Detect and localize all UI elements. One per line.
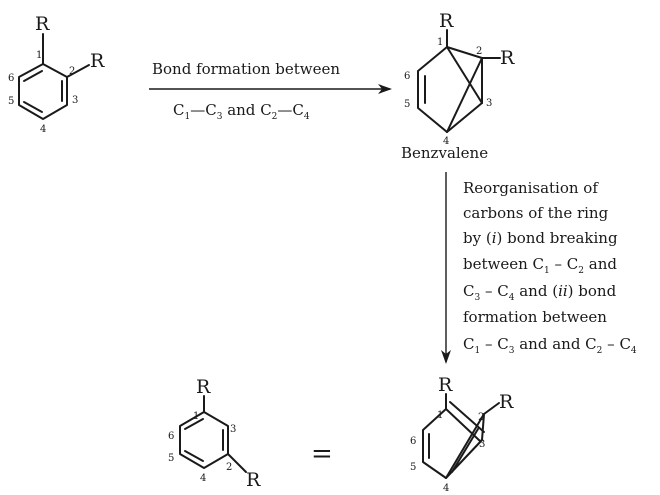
reorganised-number-5: 5 bbox=[410, 462, 416, 473]
benzvalene-number-1: 1 bbox=[437, 37, 443, 48]
reaction-1-line-1: Bond formation between bbox=[152, 60, 340, 78]
benzvalene-substituent-r-2: R bbox=[500, 47, 515, 69]
molecule-reorganised: R R 1 2 3 4 5 6 bbox=[410, 374, 514, 494]
meta-number-2: 2 bbox=[226, 462, 232, 473]
reaction-arrow-1: Bond formation between C1—C3 and C2—C4 bbox=[149, 60, 392, 122]
molecule-benzvalene: R R 1 2 3 4 5 6 Benzvalene bbox=[401, 10, 515, 162]
meta-double-bond-4-5 bbox=[184, 450, 204, 462]
reorganised-number-3: 3 bbox=[479, 439, 485, 450]
meta-number-4: 4 bbox=[200, 473, 206, 484]
reorganised-frame bbox=[422, 408, 447, 479]
meta-number-3: 3 bbox=[230, 424, 236, 435]
meta-substituent-r-2: R bbox=[246, 469, 261, 491]
benzvalene-frame bbox=[417, 46, 448, 133]
meta-number-1: 1 bbox=[193, 411, 199, 422]
benzvalene-label: Benzvalene bbox=[401, 144, 488, 162]
benzvalene-number-4: 4 bbox=[443, 136, 449, 147]
reorganised-number-4: 4 bbox=[443, 483, 449, 494]
benzvalene-number-3: 3 bbox=[486, 98, 492, 109]
meta-substituent-bond-2 bbox=[227, 453, 247, 473]
reorganised-number-6: 6 bbox=[410, 436, 416, 447]
reaction-2-line-1: Reorganisation of bbox=[463, 179, 599, 197]
benzvalene-number-5: 5 bbox=[404, 99, 410, 110]
equivalence-symbol: = bbox=[311, 439, 333, 469]
benzvalene-number-2: 2 bbox=[476, 46, 482, 57]
reorganised-substituent-r-1: R bbox=[438, 374, 453, 396]
ring-number-2: 2 bbox=[69, 66, 75, 77]
meta-number-6: 6 bbox=[168, 431, 174, 442]
substituent-bond-2 bbox=[66, 64, 90, 78]
bond-c2-c4 bbox=[446, 57, 483, 133]
reaction-2-line-7: C1 – C3 and and C2 – C4 bbox=[463, 335, 637, 356]
double-bond-4-5 bbox=[23, 101, 43, 113]
reorganised-bond-2-4-inner bbox=[451, 428, 479, 473]
reorganised-bond-2-3 bbox=[481, 413, 485, 441]
meta-substituent-r-1: R bbox=[196, 376, 211, 398]
reaction-2-line-2: carbons of the ring bbox=[463, 204, 609, 222]
ring-number-5: 5 bbox=[8, 96, 14, 107]
reaction-2-line-5: C3 – C4 and (ii) bond bbox=[463, 282, 617, 303]
reorganised-bond-1-3-inner bbox=[449, 401, 485, 433]
reaction-arrow-2: Reorganisation of carbons of the ring by… bbox=[441, 172, 637, 364]
reorganised-number-2: 2 bbox=[478, 412, 484, 423]
reaction-2-line-4: between C1 – C2 and bbox=[463, 255, 617, 276]
arrow-2-head bbox=[441, 350, 451, 364]
substituent-r-2: R bbox=[90, 50, 105, 72]
bond-c1-c3 bbox=[446, 46, 483, 104]
molecule-ortho-benzene: R R 1 2 3 4 5 6 bbox=[8, 13, 105, 135]
reaction-2-line-3: by (i) bond breaking bbox=[463, 229, 618, 247]
ring-number-3: 3 bbox=[72, 95, 78, 106]
meta-number-5: 5 bbox=[168, 453, 174, 464]
meta-ring-bonds bbox=[179, 411, 229, 469]
ring-bonds bbox=[18, 63, 68, 120]
bond-c1-c2 bbox=[446, 46, 483, 59]
molecule-meta-benzene: R R 1 2 3 4 5 6 bbox=[168, 376, 261, 491]
substituent-r-1: R bbox=[35, 13, 50, 35]
reaction-1-line-2: C1—C3 and C2—C4 bbox=[173, 101, 310, 122]
reorganised-bond-3-4 bbox=[445, 439, 483, 479]
arrow-1-head bbox=[378, 84, 392, 94]
reaction-2-line-6: formation between bbox=[463, 308, 607, 326]
bond-c3-c4 bbox=[446, 102, 483, 133]
reorganised-substituent-bond-2 bbox=[483, 402, 500, 415]
meta-double-bond-1-6 bbox=[184, 418, 204, 430]
ring-number-6: 6 bbox=[8, 73, 14, 84]
benzvalene-substituent-r-1: R bbox=[439, 10, 454, 32]
benzvalene-number-6: 6 bbox=[404, 71, 410, 82]
double-bond-1-6 bbox=[23, 70, 43, 82]
ring-number-1: 1 bbox=[36, 50, 42, 61]
ring-number-4: 4 bbox=[40, 124, 46, 135]
reorganised-bond-2-4 bbox=[445, 413, 485, 479]
reorganised-number-1: 1 bbox=[437, 410, 443, 421]
reorganised-substituent-r-2: R bbox=[499, 391, 514, 413]
